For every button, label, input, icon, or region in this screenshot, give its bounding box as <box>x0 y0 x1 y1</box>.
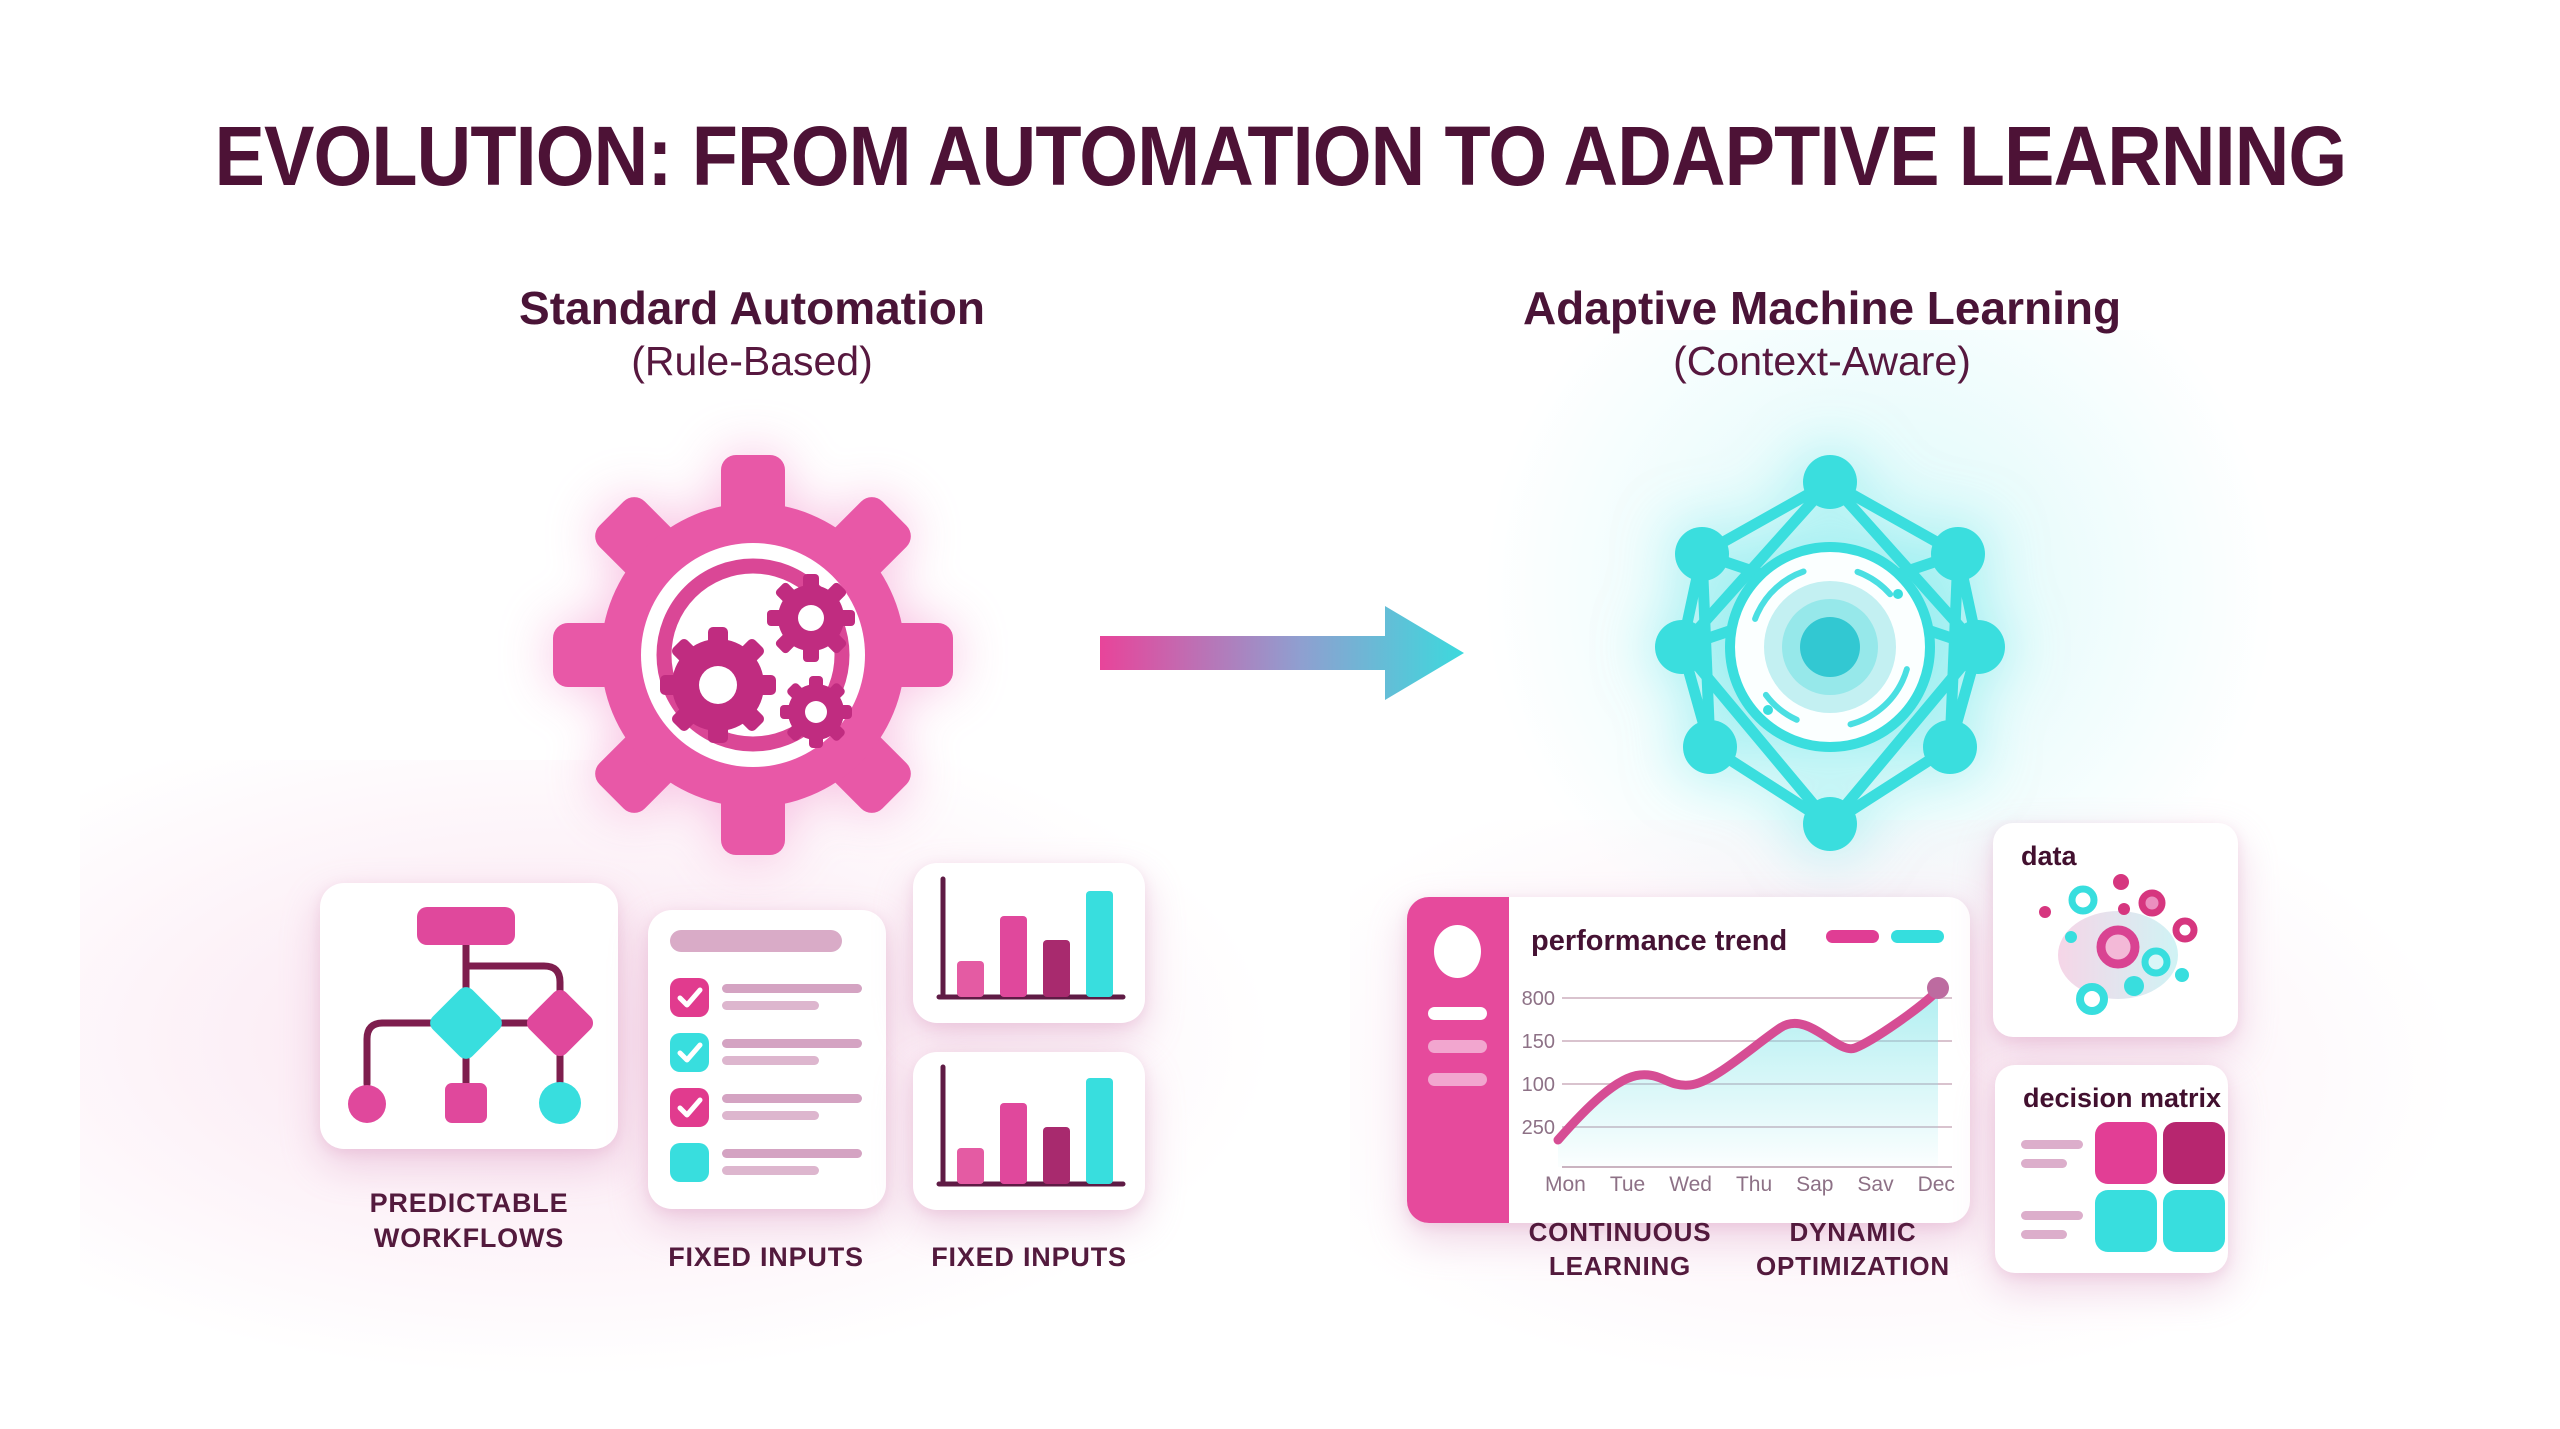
right-subheading: (Context-Aware) <box>1673 338 1971 385</box>
network-core <box>1725 542 1935 752</box>
matrix-text-line <box>2021 1159 2067 1168</box>
data-scatter-graphic <box>2039 874 2198 1015</box>
trend-area <box>1558 990 1938 1167</box>
fixed-inputs-caption-2: FIXED INPUTS <box>931 1242 1127 1272</box>
checkbox-checked-pink <box>670 1088 709 1127</box>
checkbox-checked-cyan <box>670 1033 709 1072</box>
sidebar-menu-line <box>1428 1073 1487 1086</box>
inner-gear-medium <box>767 574 855 662</box>
flow-end-square <box>445 1083 487 1123</box>
checklist-text-line <box>722 1166 819 1175</box>
matrix-cell-cyan <box>2163 1190 2225 1252</box>
fixed-inputs-caption-1: FIXED INPUTS <box>668 1242 864 1272</box>
check-icon <box>677 1042 703 1063</box>
checkbox-checked-pink <box>670 978 709 1017</box>
checklist-text-line <box>722 1039 862 1048</box>
left-column-heading: Standard Automation (Rule-Based) <box>402 280 1102 386</box>
y-axis-labels: 800 150 100 250 <box>1522 988 1555 1139</box>
svg-text:100: 100 <box>1522 1074 1555 1096</box>
flow-start-node <box>417 907 515 945</box>
flow-end-circle-cyan <box>539 1082 581 1124</box>
matrix-text-line <box>2021 1140 2083 1149</box>
legend-pill-pink <box>1826 930 1879 943</box>
data-card-title: data <box>2021 841 2077 871</box>
page-title: EVOLUTION: FROM AUTOMATION TO ADAPTIVE L… <box>214 109 2347 203</box>
performance-card-sidebar <box>1407 897 1509 1223</box>
gear-icon <box>553 455 953 855</box>
arrow-right-icon <box>1100 606 1464 700</box>
data-card: data <box>1993 823 2238 1037</box>
checklist-text-line <box>722 1001 819 1010</box>
bar-chart-card-bottom <box>913 1052 1145 1210</box>
flowchart-icon <box>348 907 594 1124</box>
checklist-text-line <box>722 1056 819 1065</box>
matrix-cell-magenta <box>2163 1122 2225 1184</box>
performance-line-chart: 800 150 100 250 <box>1522 977 1952 1168</box>
flow-end-circle-pink <box>348 1085 386 1123</box>
matrix-card-title: decision matrix <box>2023 1083 2222 1113</box>
performance-chart-title: performance trend <box>1531 925 1788 957</box>
network-nodes <box>1655 455 2005 851</box>
inner-gear-large <box>660 627 776 743</box>
svg-text:150: 150 <box>1522 1031 1555 1053</box>
check-icon <box>677 987 703 1008</box>
trend-endpoint-dot <box>1927 977 1949 999</box>
checklist-text-line <box>722 1094 862 1103</box>
checklist-text-line <box>722 1111 819 1120</box>
trend-line <box>1553 985 1943 1145</box>
inner-gear-small <box>780 676 852 748</box>
neural-network-icon <box>1655 455 2005 851</box>
predictable-workflows-card <box>320 883 618 1149</box>
matrix-text-line <box>2021 1230 2067 1239</box>
matrix-cell-cyan <box>2095 1190 2157 1252</box>
decision-matrix-card: decision matrix <box>1995 1065 2228 1273</box>
checkbox-empty-cyan <box>670 1143 709 1182</box>
sidebar-menu-line <box>1428 1040 1487 1053</box>
legend-pill-cyan <box>1891 930 1944 943</box>
checklist-header-bar <box>670 930 842 952</box>
right-heading: Adaptive Machine Learning <box>1522 282 2122 334</box>
checklist-card <box>648 910 886 1209</box>
bar-chart-icon <box>936 1064 1126 1187</box>
bar-chart-card-top <box>913 863 1145 1023</box>
dynamic-optimization-caption: DYNAMIC OPTIMIZATION <box>1756 1217 1950 1281</box>
performance-trend-card: performance trend 800 150 100 25 <box>1407 897 1970 1223</box>
svg-text:250: 250 <box>1522 1117 1555 1139</box>
svg-text:800: 800 <box>1522 988 1555 1010</box>
x-axis-labels: Mon Tue Wed Thu Sap Sav Dec <box>1545 1173 1955 1196</box>
workflows-caption: PREDICTABLE WORKFLOWS <box>369 1188 569 1254</box>
matrix-cell-pink <box>2095 1122 2157 1184</box>
right-column-heading: Adaptive Machine Learning (Context-Aware… <box>1472 280 2172 386</box>
sidebar-menu-line <box>1428 1007 1487 1020</box>
left-heading: Standard Automation <box>519 282 985 334</box>
checklist-text-line <box>722 984 862 993</box>
flow-decision-cyan <box>430 987 502 1059</box>
matrix-text-line <box>2021 1211 2083 1220</box>
check-icon <box>677 1097 703 1118</box>
bar-chart-icon <box>936 876 1126 1000</box>
checklist-text-line <box>722 1149 862 1158</box>
sidebar-avatar-circle <box>1434 925 1481 978</box>
continuous-learning-caption: CONTINUOUS LEARNING <box>1528 1217 1712 1281</box>
left-subheading: (Rule-Based) <box>631 338 873 385</box>
flow-decision-pink <box>526 989 594 1057</box>
